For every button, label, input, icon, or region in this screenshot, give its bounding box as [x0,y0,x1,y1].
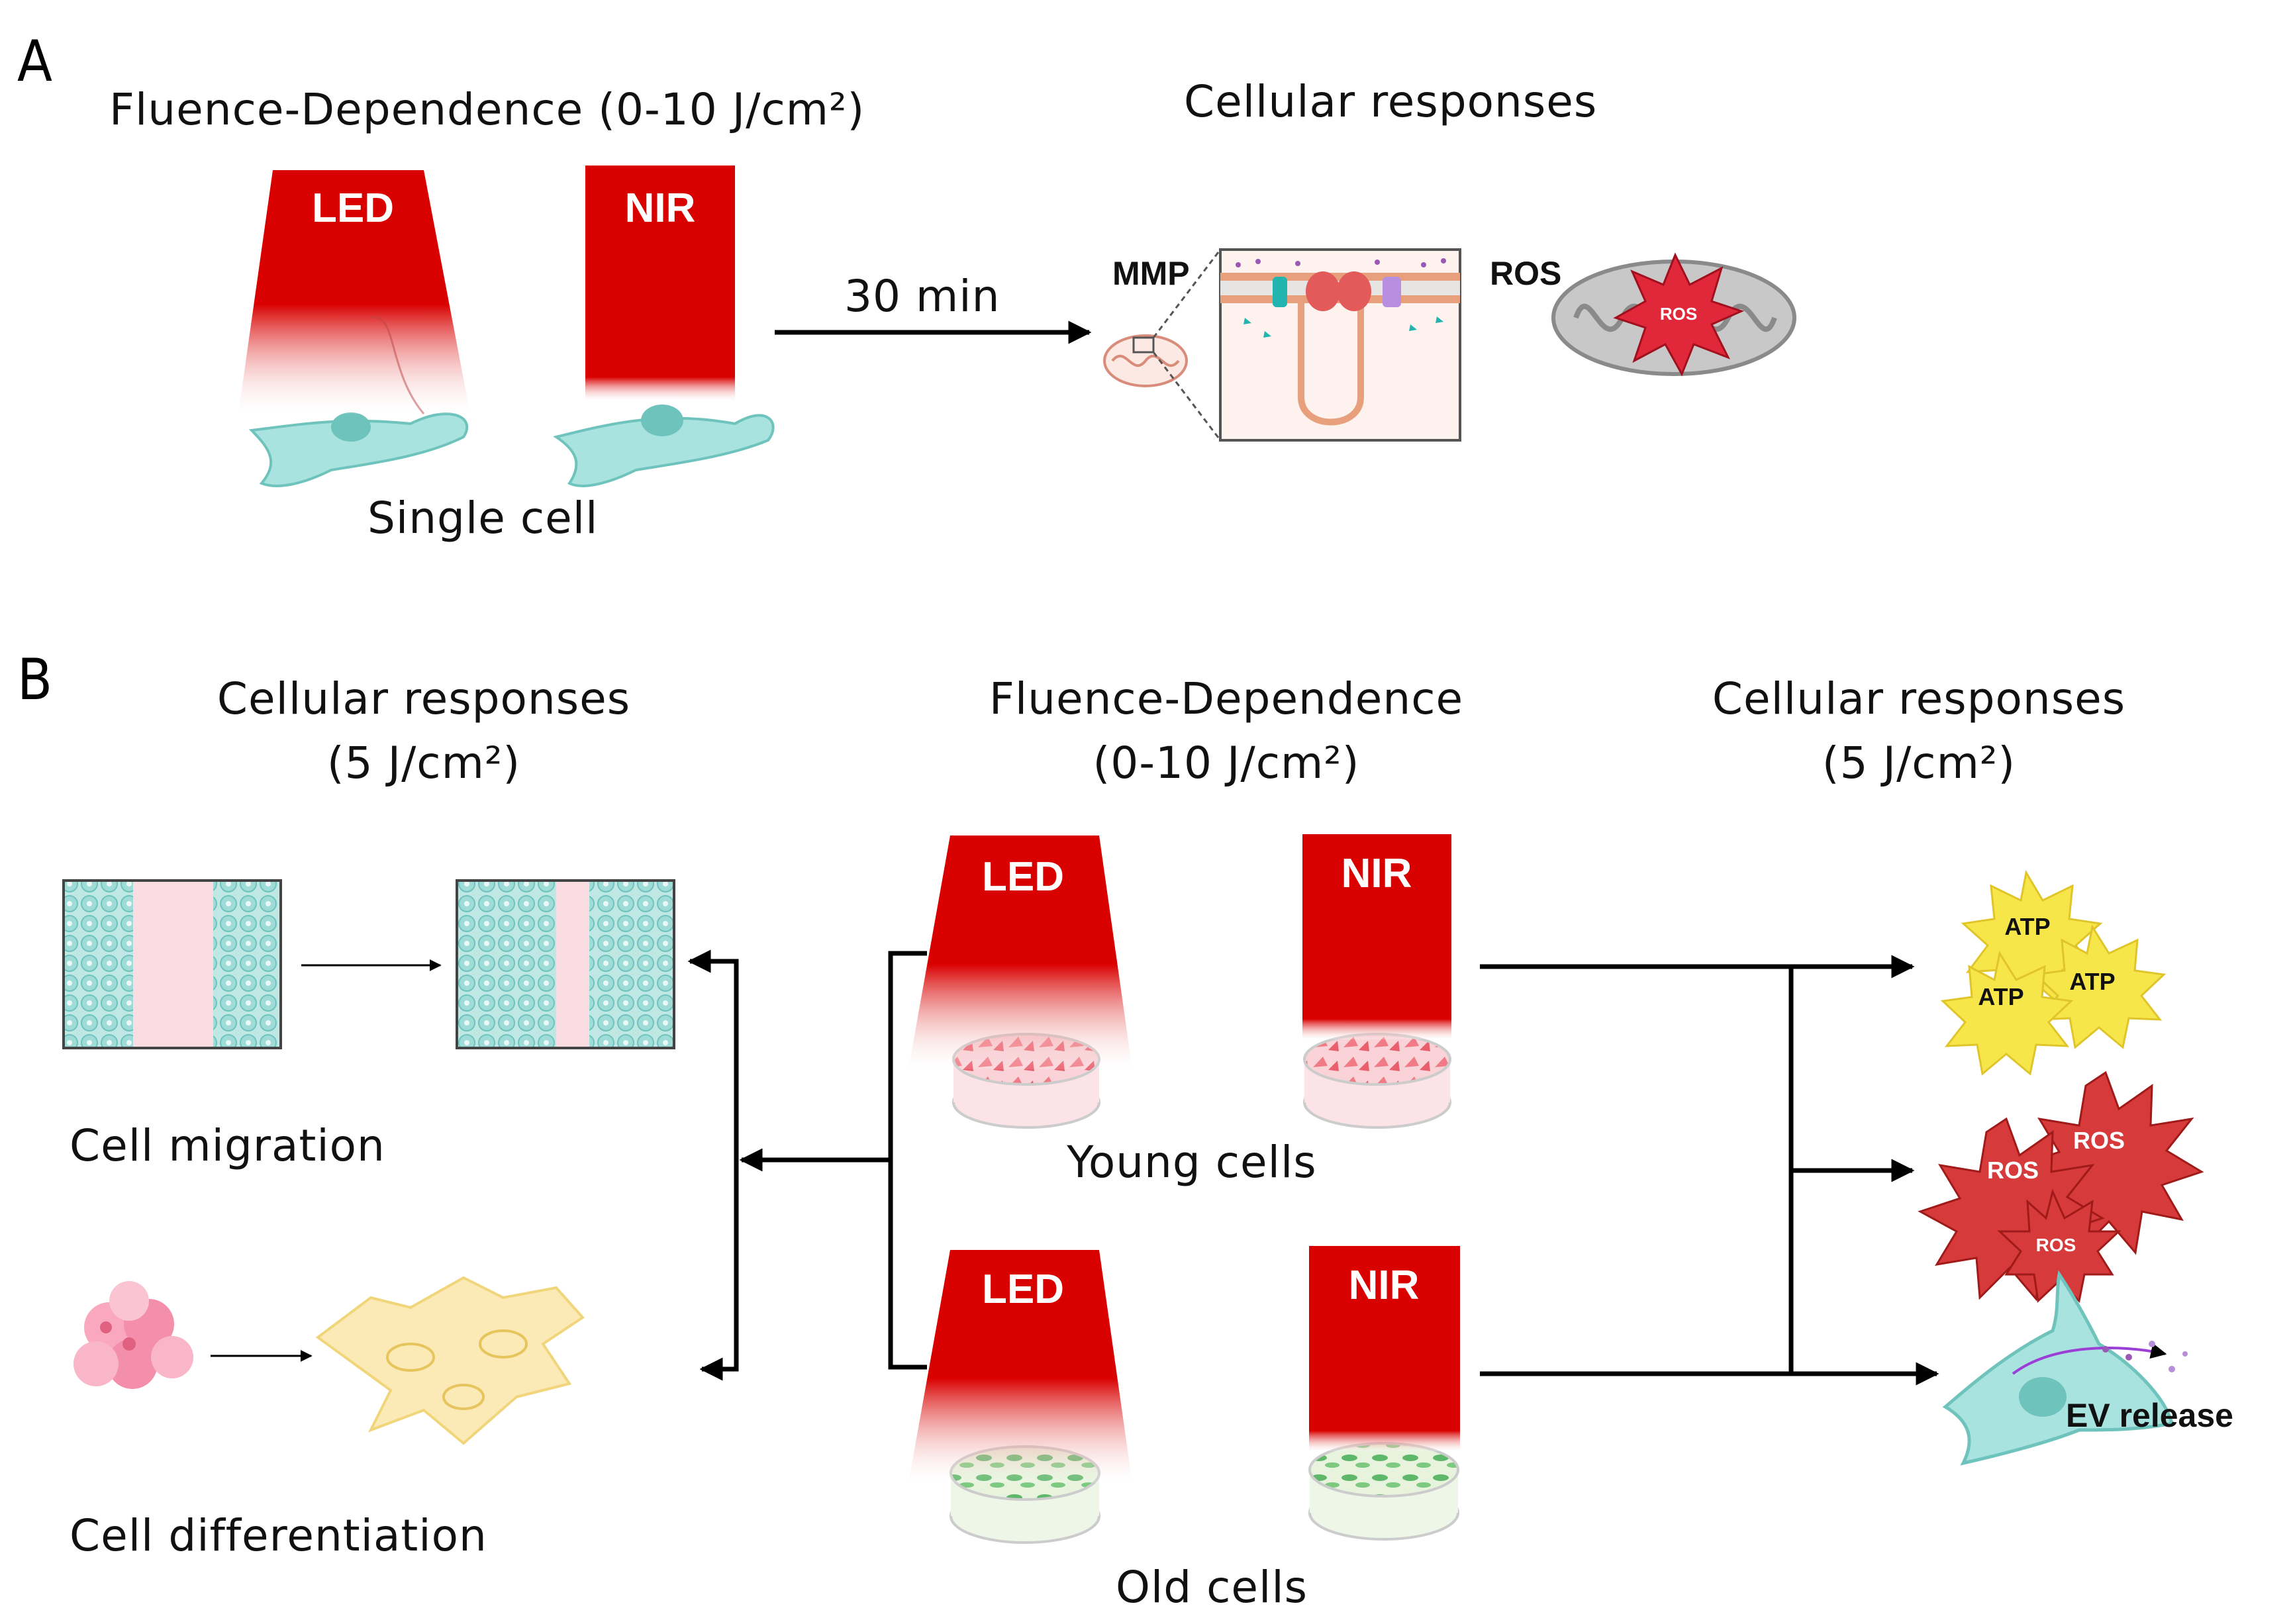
mmp-label: MMP [1112,255,1190,292]
panel-a-title: Fluence-Dependence (0-10 J/cm²) [109,84,865,135]
right-title-line2: (5 J/cm²) [1822,738,2016,788]
nir-label-young: NIR [1341,851,1412,896]
single-cell-nir [553,405,775,487]
led-label-young: LED [982,854,1064,900]
differentiated-cells-icon [315,1276,585,1445]
left-title-line2: (5 J/cm²) [327,738,520,788]
panel-a-responses-title: Cellular responses [1184,76,1597,127]
nir-label-old: NIR [1349,1263,1420,1308]
stem-cell-cluster-icon [73,1281,193,1389]
single-cell-led [248,412,469,487]
nir-beam-young [1302,834,1451,1039]
single-cell-caption: Single cell [367,493,598,544]
atp-label-3: ATP [2069,968,2115,995]
panel-a-label: A [17,28,52,95]
nir-beam-old [1309,1246,1460,1451]
ros-label-b-3: ROS [2036,1235,2076,1255]
center-title-line1: Fluence-Dependence [989,673,1463,724]
cell-differentiation-label: Cell differentiation [70,1510,487,1561]
mitochondria-small-icon [1103,334,1188,387]
led-beam-young [908,836,1132,1069]
led-label-a: LED [312,185,394,231]
atp-label-2: ATP [1978,983,2023,1010]
led-beam-old [908,1250,1132,1483]
young-cells-label: Young cells [1066,1137,1316,1188]
cell-migration-label: Cell migration [70,1120,385,1171]
old-cells-label: Old cells [1116,1562,1308,1613]
young-dish-nir [1303,1033,1451,1129]
left-title-line1: Cellular responses [217,673,630,724]
panel-b-label: B [17,647,52,713]
ros-burst-label: ROS [1660,304,1697,324]
ev-release-cell-icon [1942,1270,2188,1466]
outcome-bracket [702,959,739,1372]
led-cell-outline [370,316,425,414]
migration-before-box [62,879,282,1049]
ev-release-label: EV release [2066,1397,2233,1434]
ros-label-b-1: ROS [2073,1127,2125,1154]
nir-label-a: NIR [625,185,696,231]
ros-label-b-2: ROS [1987,1157,2039,1184]
ros-burst-icon: ROS ROS ROS [1918,1071,2204,1304]
nir-beam-a [585,166,735,401]
mitochondrion-ros-icon: ROS [1551,252,1796,377]
led-label-old: LED [982,1266,1064,1312]
atp-label-1: ATP [2004,913,2050,940]
led-beam-a [238,170,470,414]
atp-burst-icon: ATP ATP ATP [1940,869,2167,1076]
center-title-line2: (0-10 J/cm²) [1093,738,1359,788]
migration-after-box [456,879,675,1049]
right-title-line1: Cellular responses [1712,673,2125,724]
old-dish-nir [1308,1442,1459,1541]
time-label: 30 min [844,271,1000,322]
membrane-zoom-box [1219,248,1461,442]
ros-label-a: ROS [1490,255,1561,292]
